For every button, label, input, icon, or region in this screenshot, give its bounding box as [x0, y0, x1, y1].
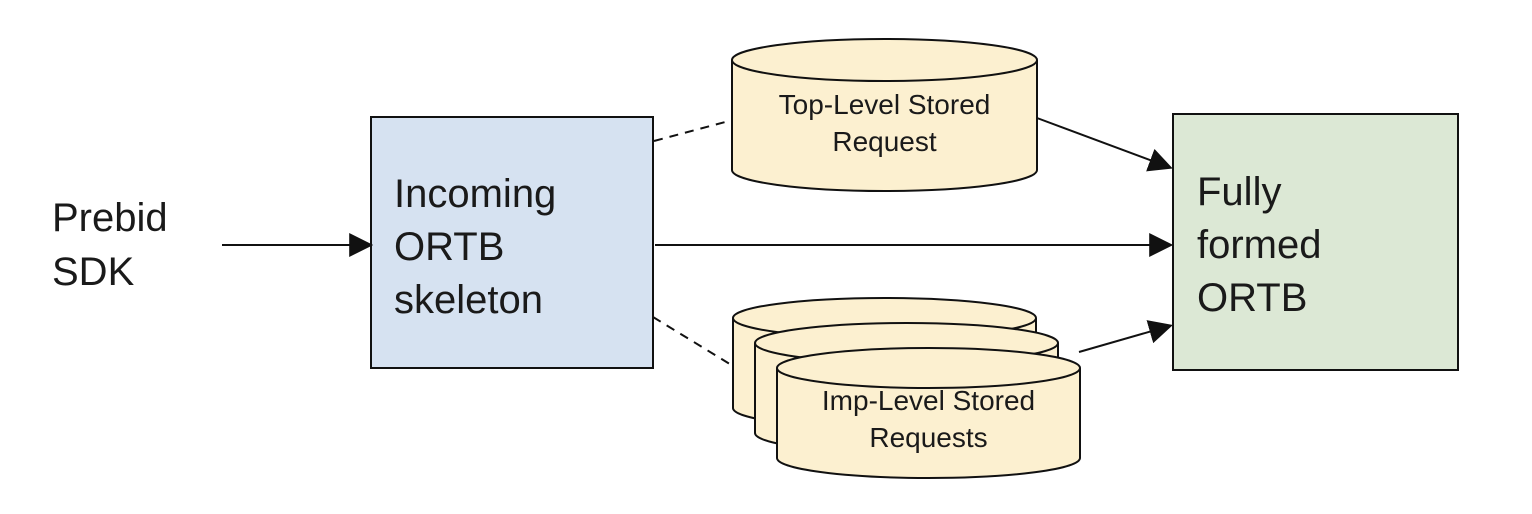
- label-prebid-sdk: Prebid SDK: [52, 196, 168, 294]
- cylinder-top-level-stored-request: [731, 38, 1038, 192]
- label-fully-formed-ortb: Fully formed ORTB: [1197, 170, 1322, 320]
- label-incoming-ortb-skeleton: Incoming ORTB skeleton: [394, 172, 557, 322]
- box-incoming-ortb-skeleton: [370, 116, 654, 369]
- arrow-imp-level-to-fully: [1078, 320, 1173, 353]
- label-imp-level-stored-requests: Imp-Level Stored Requests: [821, 385, 1036, 453]
- arrow-top-level-to-fully: [1036, 117, 1173, 172]
- cylinder-stack-imp-level: [732, 297, 1081, 479]
- label-top-level-stored-request: Top-Level Stored Request: [778, 89, 991, 157]
- dashed-connector-incoming-to-imp-level: [652, 316, 734, 367]
- imp-level-cylinder-front: [776, 347, 1081, 479]
- diagram-strokes-group: [222, 38, 1459, 479]
- dashed-connector-incoming-to-top-level: [653, 120, 730, 142]
